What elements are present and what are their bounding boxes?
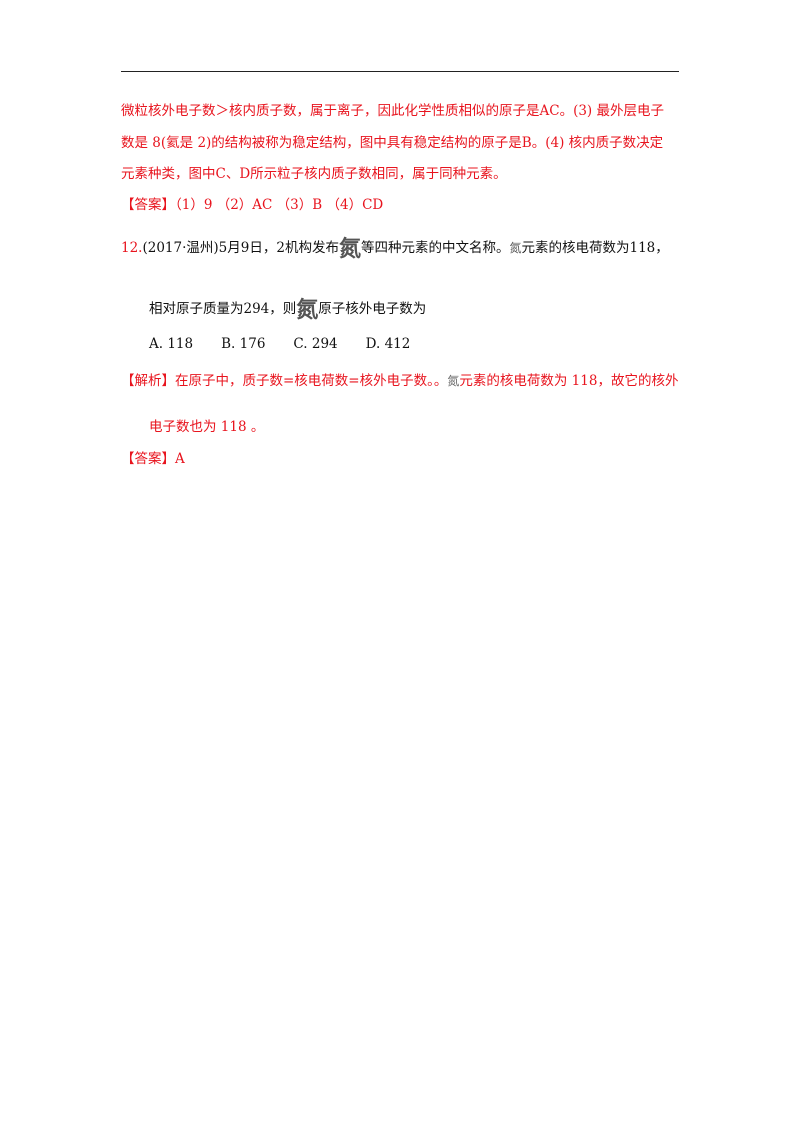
- question-source: (2017·温州): [142, 240, 219, 256]
- element-glyph-small-icon: 氮: [509, 241, 522, 255]
- option-b[interactable]: B. 176: [221, 336, 265, 352]
- question-text: 元素的核电荷数为118，: [521, 240, 669, 256]
- explanation-line-1: 微粒核外电子数＞核内质子数，属于离子，因此化学性质相似的原子是AC。(3) 最外…: [121, 103, 664, 119]
- option-letter: D.: [365, 336, 381, 352]
- option-letter: A.: [149, 336, 164, 352]
- option-letter: B.: [221, 336, 236, 352]
- answer-12: 【答案】A: [121, 447, 185, 467]
- option-c[interactable]: C. 294: [293, 336, 337, 352]
- analysis-label: 【解析】: [121, 373, 175, 389]
- option-letter: C.: [293, 336, 308, 352]
- question-text: 5月9日，2机构发布: [218, 240, 339, 256]
- option-value: 176: [239, 336, 266, 352]
- option-value: 294: [311, 336, 338, 352]
- question-text: 相对原子质量为294，则: [149, 301, 297, 317]
- answer-label: 【答案】: [121, 197, 175, 213]
- option-value: 412: [384, 336, 411, 352]
- header-rule: [121, 71, 679, 72]
- answer-11: 【答案】（1）9 （2）AC （3）B （4）CD: [121, 193, 383, 213]
- explanation-line-3: 元素种类，图中C、D所示粒子核内质子数相同，属于同种元素。: [121, 166, 507, 182]
- question-number: 12.: [121, 240, 143, 256]
- analysis-text: 元素的核电荷数为 118，故它的核外: [459, 373, 679, 389]
- question-12-line-2: 相对原子质量为294，则氮原子核外电子数为: [149, 297, 426, 322]
- question-text: 原子核外电子数为: [318, 301, 427, 317]
- options-row: A. 118 B. 176 C. 294 D. 412: [149, 336, 438, 352]
- answer-label: 【答案】: [121, 451, 175, 467]
- option-value: 118: [167, 336, 194, 352]
- explanation-line-2: 数是 8(氦是 2)的结构被称为稳定结构，图中具有稳定结构的原子是B。(4) 核…: [121, 135, 664, 151]
- option-d[interactable]: D. 412: [366, 336, 411, 352]
- element-glyph-small-icon: 氮: [447, 374, 460, 388]
- answer-text: A: [175, 451, 185, 467]
- option-a[interactable]: A. 118: [149, 336, 193, 352]
- answer-text: （1）9 （2）AC （3）B （4）CD: [175, 197, 384, 213]
- element-glyph-icon: 氮: [338, 237, 361, 262]
- analysis-12-line-2: 电子数也为 118 。: [149, 419, 265, 435]
- analysis-12-line-1: 【解析】在原子中，质子数=核电荷数=核外电子数。。氮元素的核电荷数为 118，故…: [121, 369, 678, 389]
- element-glyph-icon: 氮: [296, 298, 319, 323]
- analysis-text: 在原子中，质子数=核电荷数=核外电子数。。: [175, 373, 448, 389]
- question-text: 等四种元素的中文名称。: [360, 240, 510, 256]
- question-12-line-1: 12.(2017·温州)5月9日，2机构发布氮等四种元素的中文名称。氮元素的核电…: [121, 236, 669, 261]
